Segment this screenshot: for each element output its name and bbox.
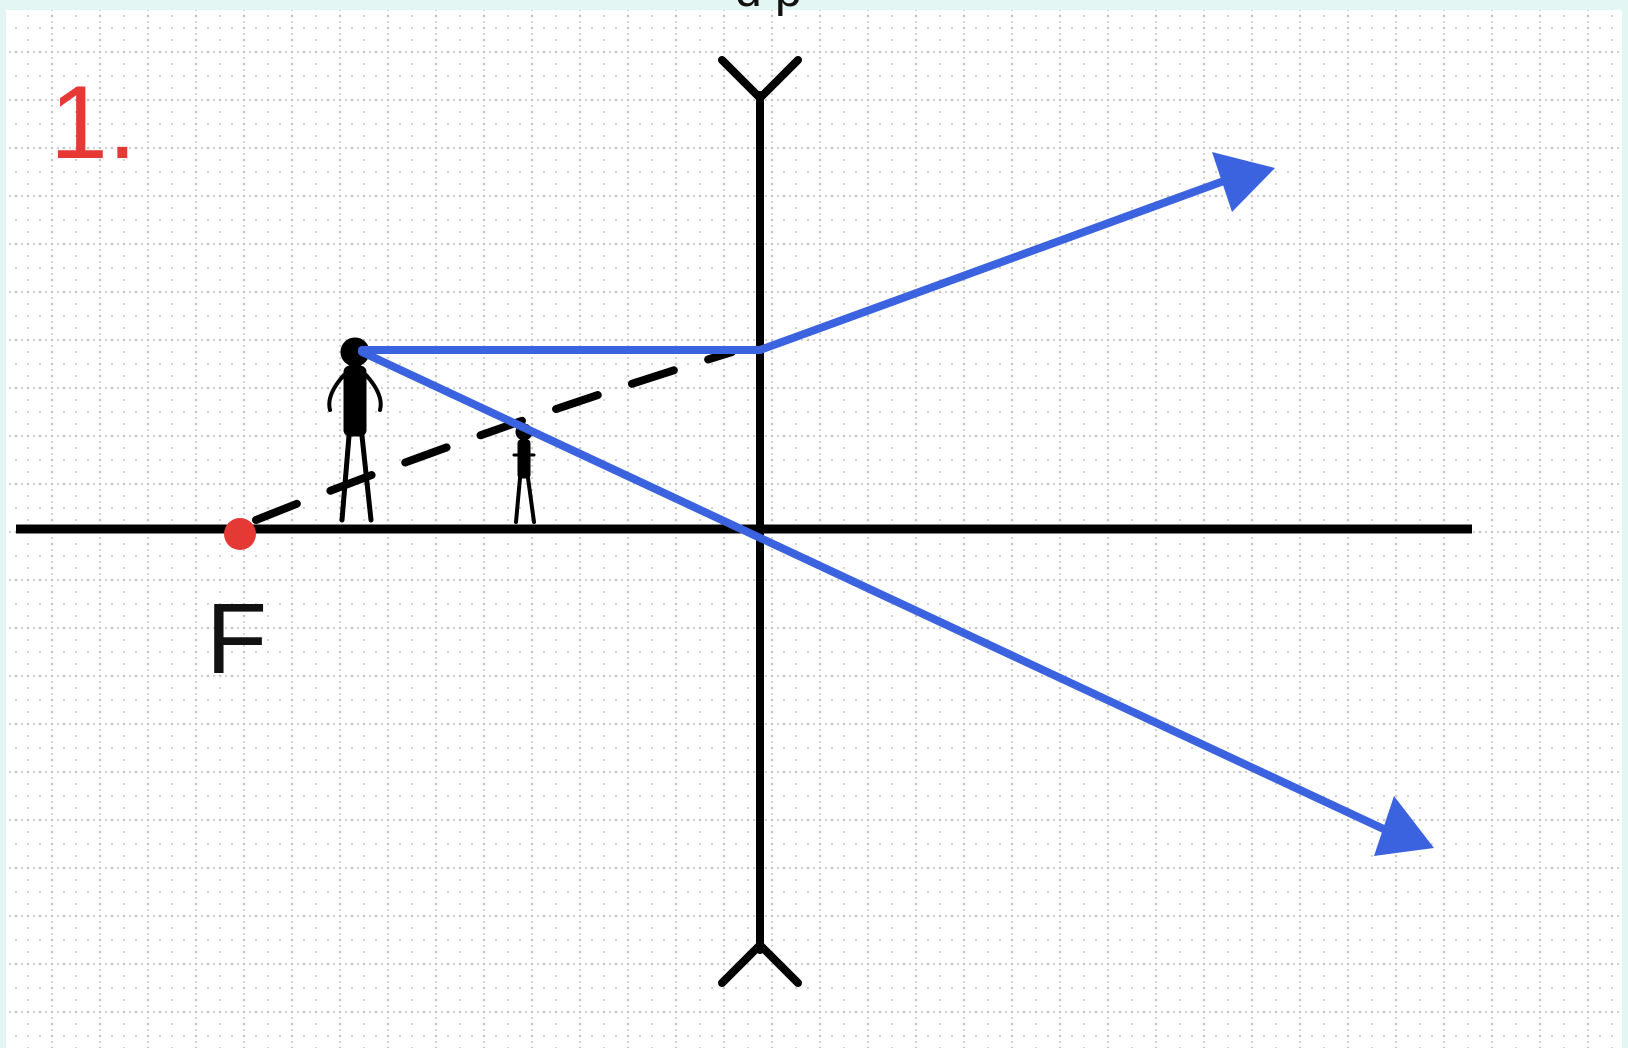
lower-ray-arrowhead — [1374, 796, 1434, 856]
light-rays — [358, 174, 1394, 836]
upper-ray-arrowhead — [1212, 152, 1275, 212]
top-partial-text: ɑ р — [735, 0, 802, 17]
dashed-extension-line — [252, 348, 736, 524]
diverging-lens — [718, 56, 802, 987]
figure-number-label: 1. — [50, 65, 137, 181]
focus-point — [224, 518, 256, 550]
central-ray — [358, 348, 1394, 836]
refracted-ray-upper — [756, 174, 1236, 354]
stick-figure-object — [327, 337, 383, 523]
focus-label: F — [206, 583, 267, 695]
